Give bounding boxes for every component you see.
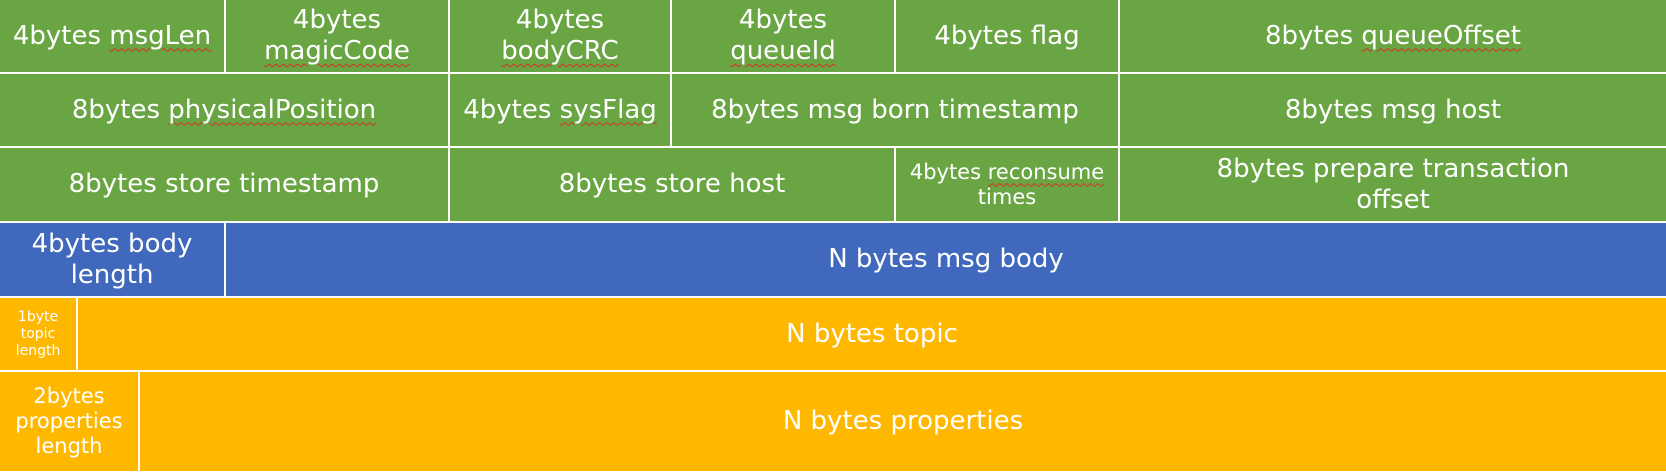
field-name: store host — [655, 169, 786, 199]
field-size: 4bytes — [515, 5, 605, 35]
field-topic: N bytes topic — [78, 298, 1666, 370]
field-properties: N bytes properties — [140, 372, 1666, 471]
field-queueoffset: 8bytes queueOffset — [1120, 0, 1666, 72]
field-size: 4bytes — [934, 20, 1023, 51]
field-name: queueId — [730, 36, 836, 66]
field-topic-length: 1byte topic length — [0, 298, 76, 370]
field-label: N bytes topic — [786, 318, 958, 349]
field-store-timestamp: 8bytes store timestamp — [0, 148, 448, 221]
field-name: msgLen — [109, 20, 212, 51]
field-name: flag — [1030, 20, 1080, 51]
field-label: N bytes properties — [782, 406, 1024, 436]
field-name: queueOffset — [1361, 20, 1521, 51]
field-prepare-transaction-offset: 8bytes prepare transaction offset — [1120, 148, 1666, 221]
field-queueid: 4bytes queueId — [672, 0, 894, 72]
field-label-line3: length — [15, 342, 61, 359]
field-label-line1: 8bytes prepare transaction — [1216, 153, 1570, 184]
field-size: 8bytes — [1284, 94, 1374, 125]
field-bodycrc: 4bytes bodyCRC — [450, 0, 670, 72]
field-msg-born-timestamp: 8bytes msg born timestamp — [672, 74, 1118, 146]
field-body-length: 4bytes body length — [0, 223, 224, 296]
field-name: reconsume — [987, 159, 1105, 184]
field-label-line1: 4bytes body — [31, 228, 193, 259]
field-sysflag: 4bytes sysFlag — [450, 74, 670, 146]
field-size: 8bytes — [558, 169, 647, 199]
field-size: 8bytes — [68, 169, 157, 199]
field-msg-host: 8bytes msg host — [1120, 74, 1666, 146]
field-msglen: 4bytes msgLen — [0, 0, 224, 72]
field-name: physicalPosition — [168, 94, 377, 125]
field-properties-length: 2bytes properties length — [0, 372, 138, 471]
field-name: store timestamp — [165, 169, 380, 199]
field-magiccode: 4bytes magicCode — [226, 0, 448, 72]
field-size: 8bytes — [71, 94, 161, 125]
field-label: N bytes msg body — [828, 244, 1064, 274]
field-size: 8bytes — [1264, 20, 1354, 51]
field-label-line3: length — [35, 434, 103, 458]
field-name: sysFlag — [559, 94, 657, 125]
field-name: magicCode — [264, 36, 410, 66]
field-label-line2: length — [70, 259, 154, 290]
field-size: 4bytes — [909, 159, 982, 184]
field-label-line2: properties — [15, 409, 123, 433]
bottom-divider — [0, 471, 1666, 476]
field-name: bodyCRC — [501, 36, 619, 66]
field-name-cont: times — [977, 184, 1037, 209]
field-label-line1: 2bytes — [33, 384, 105, 408]
field-flag: 4bytes flag — [896, 0, 1118, 72]
field-label-line2: topic — [20, 325, 56, 342]
field-size: 4bytes — [12, 20, 101, 51]
field-size: 4bytes — [292, 5, 382, 35]
field-store-host: 8bytes store host — [450, 148, 894, 221]
field-label-line1: 1byte — [17, 308, 59, 325]
field-physicalposition: 8bytes physicalPosition — [0, 74, 448, 146]
field-label-line2: offset — [1356, 184, 1430, 215]
field-reconsume-times: 4bytes reconsume times — [896, 148, 1118, 221]
field-size: 8bytes — [711, 94, 800, 125]
field-name: msg born timestamp — [807, 94, 1079, 125]
field-size: 4bytes — [738, 5, 828, 35]
field-size: 4bytes — [463, 94, 552, 125]
field-msg-body: N bytes msg body — [226, 223, 1666, 296]
field-name: msg host — [1381, 94, 1502, 125]
